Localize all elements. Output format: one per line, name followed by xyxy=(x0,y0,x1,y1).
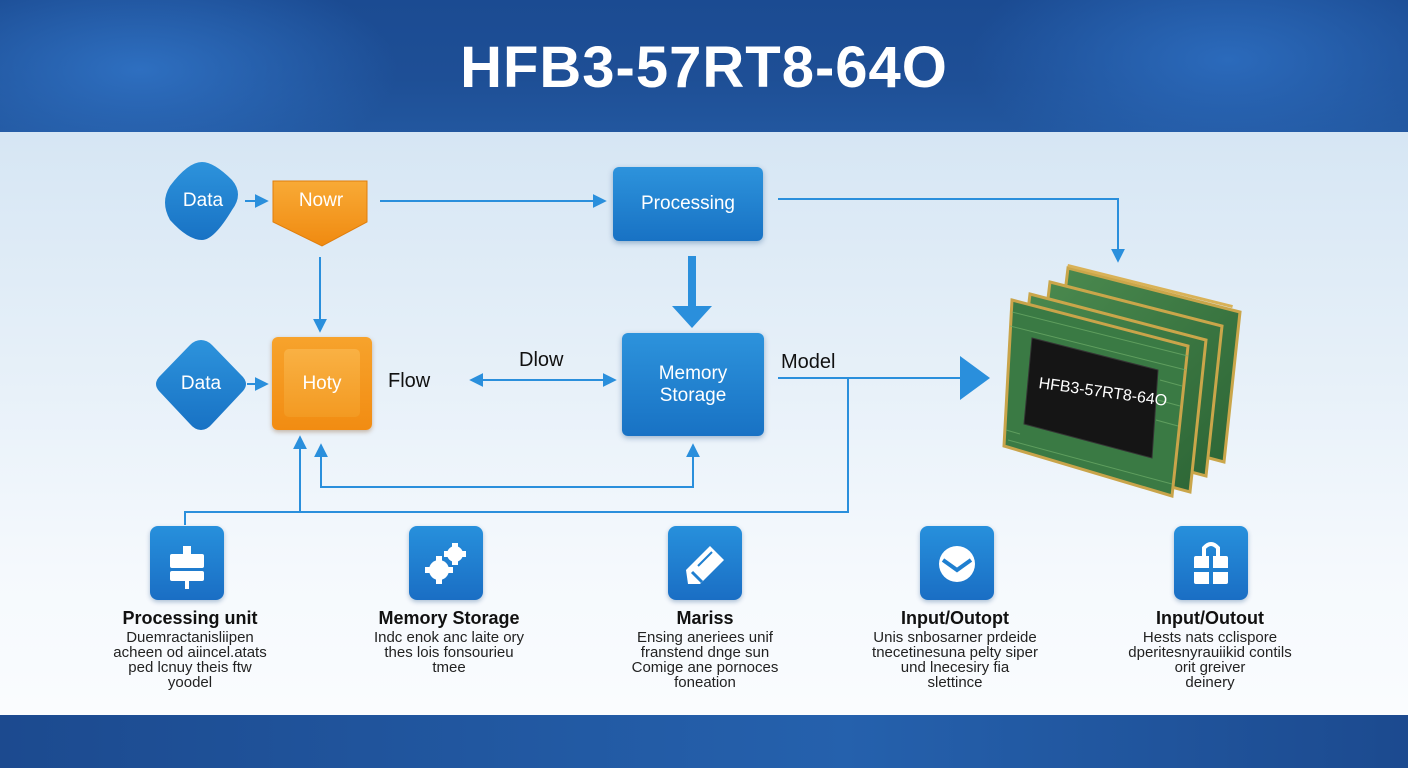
processing-unit-icon xyxy=(150,526,224,600)
feature-desc-line: orit greiver xyxy=(1174,659,1246,676)
feature-desc-line: Comige ane pornoces xyxy=(631,659,779,676)
feature-title: Processing unit xyxy=(122,608,258,628)
feature-desc-line: Ensing aneriees unif xyxy=(637,629,773,646)
feature-desc-line: tmee xyxy=(432,659,466,676)
feature-desc-line: acheen od aiincel.atats xyxy=(113,644,267,661)
grid-box-icon xyxy=(1174,526,1248,600)
processing-node: Processing xyxy=(613,167,763,241)
feature-desc-line: Duemractanisliipen xyxy=(126,629,254,646)
nowr-shape xyxy=(272,180,368,247)
memory-label-line1: Memory xyxy=(658,362,728,384)
feature-desc-line: slettince xyxy=(927,674,983,691)
data-top-shape xyxy=(165,162,238,240)
dlow-label: Dlow xyxy=(519,349,564,371)
hoty-node: Hoty xyxy=(272,337,372,430)
feature-title: Input/Outout xyxy=(1156,608,1264,628)
memory-storage-node: Memory Storage xyxy=(622,333,764,436)
flow-label: Flow xyxy=(388,370,431,392)
hoty-inner xyxy=(284,349,360,417)
footer-band xyxy=(0,715,1408,768)
header-wave-left xyxy=(0,0,400,132)
feature-caption-mariss: Mariss Ensing aneriees unif franstend dn… xyxy=(585,608,825,690)
feature-desc-line: yoodel xyxy=(167,674,213,691)
feature-caption-input-outout: Input/Outout Hests nats cclispore dperit… xyxy=(1090,608,1330,690)
feature-caption-memory-storage: Memory Storage Indc enok anc laite ory t… xyxy=(329,608,569,675)
feature-desc-line: tnecetinesuna pelty siper xyxy=(872,644,1038,661)
page-title: HFB3-57RT8-64O xyxy=(460,35,948,100)
feature-desc-line: ped lcnuy theis ftw xyxy=(128,659,252,676)
feature-desc-line: franstend dnge sun xyxy=(640,644,770,661)
feature-desc-line: thes lois fonsourieu xyxy=(384,644,514,661)
model-label: Model xyxy=(781,351,836,373)
data-top-label: Data xyxy=(182,190,224,211)
feature-desc-line: Indc enok anc laite ory xyxy=(373,629,525,646)
feature-desc-line: und lnecesiry fia xyxy=(900,659,1010,676)
arrow-processing-to-memory xyxy=(672,256,712,328)
nowr-label: Nowr xyxy=(298,190,344,211)
data-mid-label: Data xyxy=(180,373,222,394)
arrow-bus-to-hoty xyxy=(184,378,849,525)
feature-desc-line: Hests nats cclispore xyxy=(1142,629,1278,646)
feature-title: Input/Outopt xyxy=(901,608,1009,628)
arrow-loop-to-hoty-memory xyxy=(314,443,700,488)
gears-icon xyxy=(409,526,483,600)
arrow-model-head xyxy=(960,356,990,400)
feature-desc-line: deinery xyxy=(1185,674,1235,691)
data-mid-shape xyxy=(156,340,246,430)
eraser-icon xyxy=(668,526,742,600)
header-wave-right xyxy=(968,0,1408,132)
feature-caption-input-outopt: Input/Outopt Unis snbosarner prdeide tne… xyxy=(835,608,1075,690)
processing-label: Processing xyxy=(641,193,735,214)
feature-desc-line: dperitesnyrauiikid contils xyxy=(1128,644,1292,661)
hoty-label: Hoty xyxy=(302,372,342,394)
feature-caption-processing-unit: Processing unit Duemractanisliipen achee… xyxy=(70,608,310,690)
gauge-icon xyxy=(920,526,994,600)
header-banner xyxy=(0,0,1408,132)
feature-title: Mariss xyxy=(676,608,734,628)
feature-title: Memory Storage xyxy=(378,608,520,628)
memory-label-line2: Storage xyxy=(659,384,727,406)
arrow-processing-to-modules xyxy=(778,198,1125,263)
feature-desc-line: foneation xyxy=(674,674,736,691)
memory-modules xyxy=(1002,264,1242,498)
feature-desc-line: Unis snbosarner prdeide xyxy=(873,629,1037,646)
